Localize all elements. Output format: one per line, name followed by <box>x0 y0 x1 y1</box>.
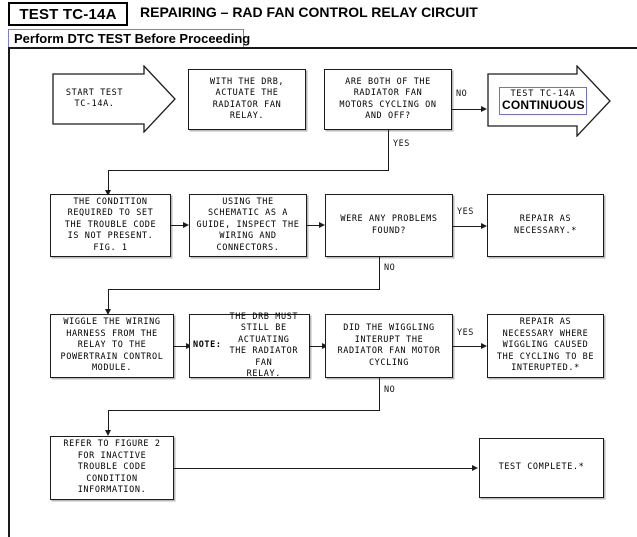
edge-yes-1-drop <box>108 170 110 192</box>
node-problems-question: WERE ANY PROBLEMS FOUND? <box>325 194 453 257</box>
node-cycling-question: ARE BOTH OF THE RADIATOR FAN MOTORS CYCL… <box>324 69 452 130</box>
node-note-text: THE DRB MUST STILL BE ACTUATING THE RADI… <box>229 311 299 380</box>
arrow-shape <box>52 65 176 133</box>
edge-yes-2-arrowhead <box>481 222 487 229</box>
edge-no-3-hline <box>108 410 380 412</box>
node-note-prefix: NOTE: <box>193 340 222 351</box>
continuous-label-box: TEST TC-14A CONTINUOUS <box>499 87 587 115</box>
edge-no-1-arrowhead <box>481 105 487 112</box>
node-figure2: REFER TO FIGURE 2 FOR INACTIVE TROUBLE C… <box>50 436 174 500</box>
node-repair-1: REPAIR AS NECESSARY.* <box>487 194 604 257</box>
edge-sch-prob-line <box>307 225 321 227</box>
edge-label-no-3: NO <box>384 385 396 395</box>
edge-label-yes-1: YES <box>393 139 410 149</box>
edge-label-yes-2: YES <box>457 207 474 217</box>
node-repair-2: REPAIR AS NECESSARY WHERE WIGGLING CAUSE… <box>487 314 604 378</box>
header-test-id: TEST TC-14A <box>19 5 117 23</box>
node-continuous: TEST TC-14A CONTINUOUS <box>487 65 612 137</box>
node-test-complete: TEST COMPLETE.* <box>479 438 604 498</box>
dtc-notice-text: Perform DTC TEST Before Proceeding <box>14 31 251 46</box>
node-schematic: USING THE SCHEMATIC AS A GUIDE, INSPECT … <box>189 194 307 257</box>
edge-label-yes-3: YES <box>457 328 474 338</box>
edge-cond-sch-line <box>171 225 185 227</box>
node-actuate: WITH THE DRB, ACTUATE THE RADIATOR FAN R… <box>188 69 306 130</box>
page-title: REPAIRING – RAD FAN CONTROL RELAY CIRCUI… <box>140 4 478 20</box>
edge-no-2-arrowhead <box>104 309 111 315</box>
edge-no-2-drop <box>108 289 110 311</box>
edge-cond-sch-arrowhead <box>183 221 189 228</box>
node-interupt-question: DID THE WIGGLING INTERUPT THE RADIATOR F… <box>325 314 453 378</box>
continuous-label-line1: TEST TC-14A <box>510 89 576 99</box>
node-note: NOTE: THE DRB MUST STILL BE ACTUATING TH… <box>189 311 310 380</box>
edge-no-2-hline <box>108 289 380 291</box>
edge-no-1-line <box>452 109 482 111</box>
edge-fig2-complete-line <box>174 468 474 470</box>
edge-note-int-line <box>310 346 324 348</box>
edge-yes-3-arrowhead <box>481 342 487 349</box>
continuous-label-line2: CONTINUOUS <box>502 98 585 112</box>
edge-yes-1-vline <box>388 130 390 171</box>
edge-fig2-complete-arrowhead <box>472 464 478 471</box>
edge-sch-prob-arrowhead <box>319 221 325 228</box>
header-test-id-box: TEST TC-14A <box>8 2 128 26</box>
edge-no-2-vline <box>379 257 381 290</box>
edge-label-no-1: NO <box>456 89 468 99</box>
edge-yes-3-line <box>453 346 482 348</box>
edge-no-3-vline <box>379 378 381 411</box>
edge-wig-note-line <box>174 346 188 348</box>
frame-top-rule <box>8 47 637 49</box>
edge-yes-1-hline <box>108 170 389 172</box>
edge-yes-2-line <box>453 226 482 228</box>
edge-yes-1-arrowhead <box>104 190 111 196</box>
dtc-notice-box: Perform DTC TEST Before Proceeding <box>8 29 250 48</box>
edge-no-3-arrowhead <box>104 430 111 436</box>
edge-no-3-drop <box>108 410 110 432</box>
node-wiggle: WIGGLE THE WIRING HARNESS FROM THE RELAY… <box>50 314 174 378</box>
node-start: START TEST TC-14A. <box>52 65 177 133</box>
edge-label-no-2: NO <box>384 263 396 273</box>
frame-left-rule <box>8 48 10 537</box>
node-condition: THE CONDITION REQUIRED TO SET THE TROUBL… <box>50 194 171 257</box>
node-start-text: START TEST TC-14A. <box>65 87 124 110</box>
